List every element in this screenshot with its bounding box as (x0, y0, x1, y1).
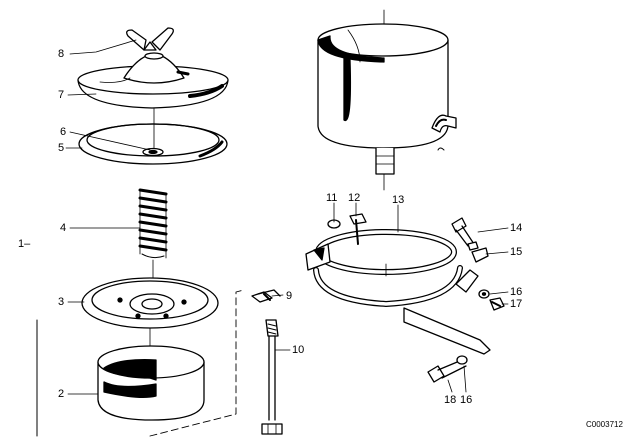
callout-16-lower: 16 (460, 394, 473, 406)
callout-4: 4 (60, 222, 67, 234)
hex-bolt (451, 217, 479, 251)
reference-code: C0003712 (586, 420, 623, 429)
callout-6: 6 (60, 126, 67, 138)
strap-clamp (305, 229, 491, 355)
long-bolt (261, 319, 283, 435)
callout-11: 11 (326, 192, 338, 204)
callout-9: 9 (286, 290, 293, 302)
bottom-plate (81, 277, 219, 329)
washer (478, 289, 490, 299)
callout-2: 2 (58, 388, 65, 400)
callout-16: 16 (510, 286, 523, 298)
callout-18: 18 (444, 394, 457, 406)
wing-nut (126, 27, 174, 51)
hex-nut (489, 297, 505, 311)
leader-lines (65, 39, 509, 395)
callout-14: 14 (510, 222, 523, 234)
spring (138, 188, 168, 259)
cover (77, 52, 229, 109)
reservoir (317, 9, 457, 191)
callout-15: 15 (510, 246, 523, 258)
clip (251, 289, 281, 303)
callout-13: 13 (392, 194, 405, 206)
filter-cartridge (97, 345, 205, 421)
hex-bolt (327, 213, 367, 245)
callout-8: 8 (58, 48, 65, 60)
hex-bolt (427, 355, 468, 383)
callout-7: 7 (58, 89, 65, 101)
callout-12: 12 (348, 192, 361, 204)
callout-5: 5 (58, 142, 65, 154)
callout-10: 10 (292, 344, 305, 356)
callout-3: 3 (58, 296, 65, 308)
dashed-frame (149, 289, 245, 437)
spring-clip (471, 247, 489, 263)
callout-17: 17 (510, 298, 523, 310)
group-label: 1– (18, 238, 31, 250)
seal-ring (78, 123, 228, 165)
